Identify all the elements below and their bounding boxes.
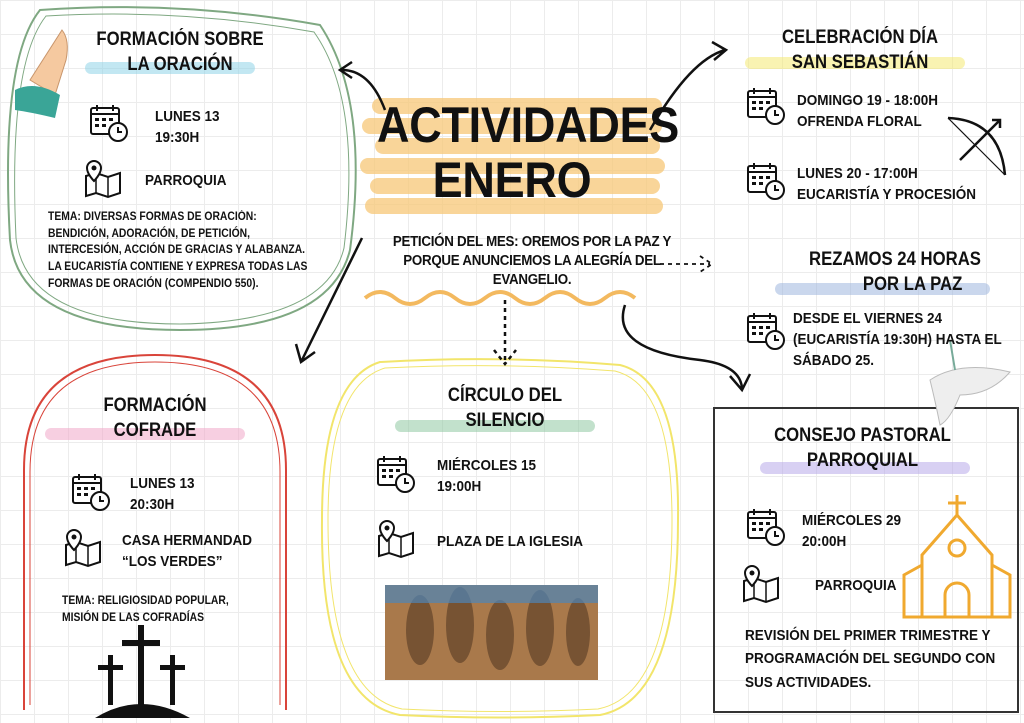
arrow-to-cofrade xyxy=(294,237,364,365)
oracion-date: LUNES 13 19:30H xyxy=(155,106,220,148)
oracion-title-2: LA ORACIÓN xyxy=(127,53,233,75)
cofrade-title: FORMACIÓN COFRADE xyxy=(67,394,243,443)
rezamos-text: DESDE EL VIERNES 24 (EUCARISTÍA 19:30H) … xyxy=(793,310,1002,369)
calendar-icon xyxy=(745,85,787,127)
sebastian-title-1: CELEBRACIÓN DÍA xyxy=(781,27,939,48)
rezamos-title: REZAMOS 24 HORAS POR LA PAZ xyxy=(803,248,988,297)
silencio-time: 19:00H xyxy=(437,478,482,495)
sebastian-event-2: LUNES 20 - 17:00H EUCARISTÍA Y PROCESIÓN xyxy=(797,163,976,205)
oracion-frame xyxy=(7,6,357,332)
consejo-date: MIÉRCOLES 29 20:00H xyxy=(802,510,901,552)
arrow-to-consejo xyxy=(621,304,752,393)
title-stripes xyxy=(360,98,665,214)
calendar-icon xyxy=(745,506,787,548)
silencio-title: CÍRCULO DEL SILENCIO xyxy=(417,384,593,433)
calendar-icon xyxy=(70,471,112,513)
sebastian-event-1-name: OFRENDA FLORAL xyxy=(797,113,922,130)
sebastian-event-1-date: DOMINGO 19 - 18:00H xyxy=(797,92,939,109)
silencio-title-2: SILENCIO xyxy=(465,409,545,431)
consejo-frame xyxy=(713,407,1019,713)
cofrade-date-1: LUNES 13 xyxy=(130,475,195,492)
cofrade-date: LUNES 13 20:30H xyxy=(130,473,195,515)
calendar-icon xyxy=(88,102,130,144)
cofrade-title-1: FORMACIÓN xyxy=(103,395,207,416)
silencio-date: MIÉRCOLES 15 19:00H xyxy=(437,455,536,497)
calendar-icon xyxy=(745,160,787,202)
sebastian-event-2-name: EUCARISTÍA Y PROCESIÓN xyxy=(797,186,977,203)
page-title: ACTIVIDADES ENERO xyxy=(377,97,680,208)
cofrade-time: 20:30H xyxy=(130,496,175,513)
consejo-place: PARROQUIA xyxy=(815,577,897,594)
silencio-date-1: MIÉRCOLES 15 xyxy=(437,457,537,474)
consejo-date-1: MIÉRCOLES 29 xyxy=(802,512,902,529)
cofrade-title-2: COFRADE xyxy=(113,419,197,441)
map-icon xyxy=(740,563,782,605)
consejo-text: REVISIÓN DEL PRIMER TRIMESTRE Y PROGRAMA… xyxy=(745,627,996,691)
sebastian-event-1: DOMINGO 19 - 18:00H OFRENDA FLORAL xyxy=(797,90,938,132)
sebastian-title-2: SAN SEBASTIÁN xyxy=(791,51,929,73)
cofrade-frame xyxy=(23,353,287,710)
oracion-tema: TEMA: DIVERSAS FORMAS DE ORACIÓN: BENDIC… xyxy=(48,211,308,290)
map-icon xyxy=(82,158,124,200)
title-line2: ENERO xyxy=(432,152,592,208)
silencio-place: PLAZA DE LA IGLESIA xyxy=(437,533,584,550)
oracion-place: PARROQUIA xyxy=(145,172,227,189)
bow-arrow-icon xyxy=(947,116,1007,176)
arrow-to-rezamos xyxy=(660,255,714,273)
oracion-title: FORMACIÓN SOBRE LA ORACIÓN xyxy=(92,28,268,77)
map-icon xyxy=(375,518,417,560)
oracion-date-1: LUNES 13 xyxy=(155,108,220,125)
sebastian-title: CELEBRACIÓN DÍA SAN SEBASTIÁN xyxy=(768,26,953,75)
consejo-time: 20:00H xyxy=(802,533,847,550)
cofrade-tema: TEMA: RELIGIOSIDAD POPULAR, MISIÓN DE LA… xyxy=(62,595,229,624)
consejo-title-2: PARROQUIAL xyxy=(806,449,919,471)
oracion-time: 19:30H xyxy=(155,129,200,146)
silencio-title-1: CÍRCULO DEL xyxy=(447,385,563,406)
oracion-title-1: FORMACIÓN SOBRE xyxy=(96,29,264,50)
arrow-to-oracion xyxy=(337,60,387,111)
wavy-line xyxy=(363,290,637,306)
silencio-frame xyxy=(320,358,680,719)
consejo-title-1: CONSEJO PASTORAL xyxy=(774,425,951,446)
praying-hands-icon xyxy=(15,29,68,118)
rezamos-title-1: REZAMOS 24 HORAS xyxy=(809,249,981,270)
arrow-to-sebastian xyxy=(648,40,729,131)
consejo-title: CONSEJO PASTORAL PARROQUIAL xyxy=(772,424,952,473)
cofrade-place-1: CASA HERMANDAD xyxy=(122,532,253,549)
calendar-icon xyxy=(375,453,417,495)
dove-icon xyxy=(929,339,1011,426)
title-line1: ACTIVIDADES xyxy=(377,97,680,153)
church-icon xyxy=(902,495,1012,619)
crosses-icon xyxy=(95,625,190,718)
cofrade-place-2: “LOS VERDES” xyxy=(122,553,223,570)
map-icon xyxy=(62,527,104,569)
calendar-icon xyxy=(745,310,787,352)
cofrade-place: CASA HERMANDAD “LOS VERDES” xyxy=(122,530,252,572)
rezamos-title-2: POR LA PAZ xyxy=(862,273,963,295)
sebastian-event-2-date: LUNES 20 - 17:00H xyxy=(797,165,918,182)
peticion-text: PETICIÓN DEL MES: OREMOS POR LA PAZ Y PO… xyxy=(392,234,672,288)
arrow-to-silencio xyxy=(493,300,517,367)
